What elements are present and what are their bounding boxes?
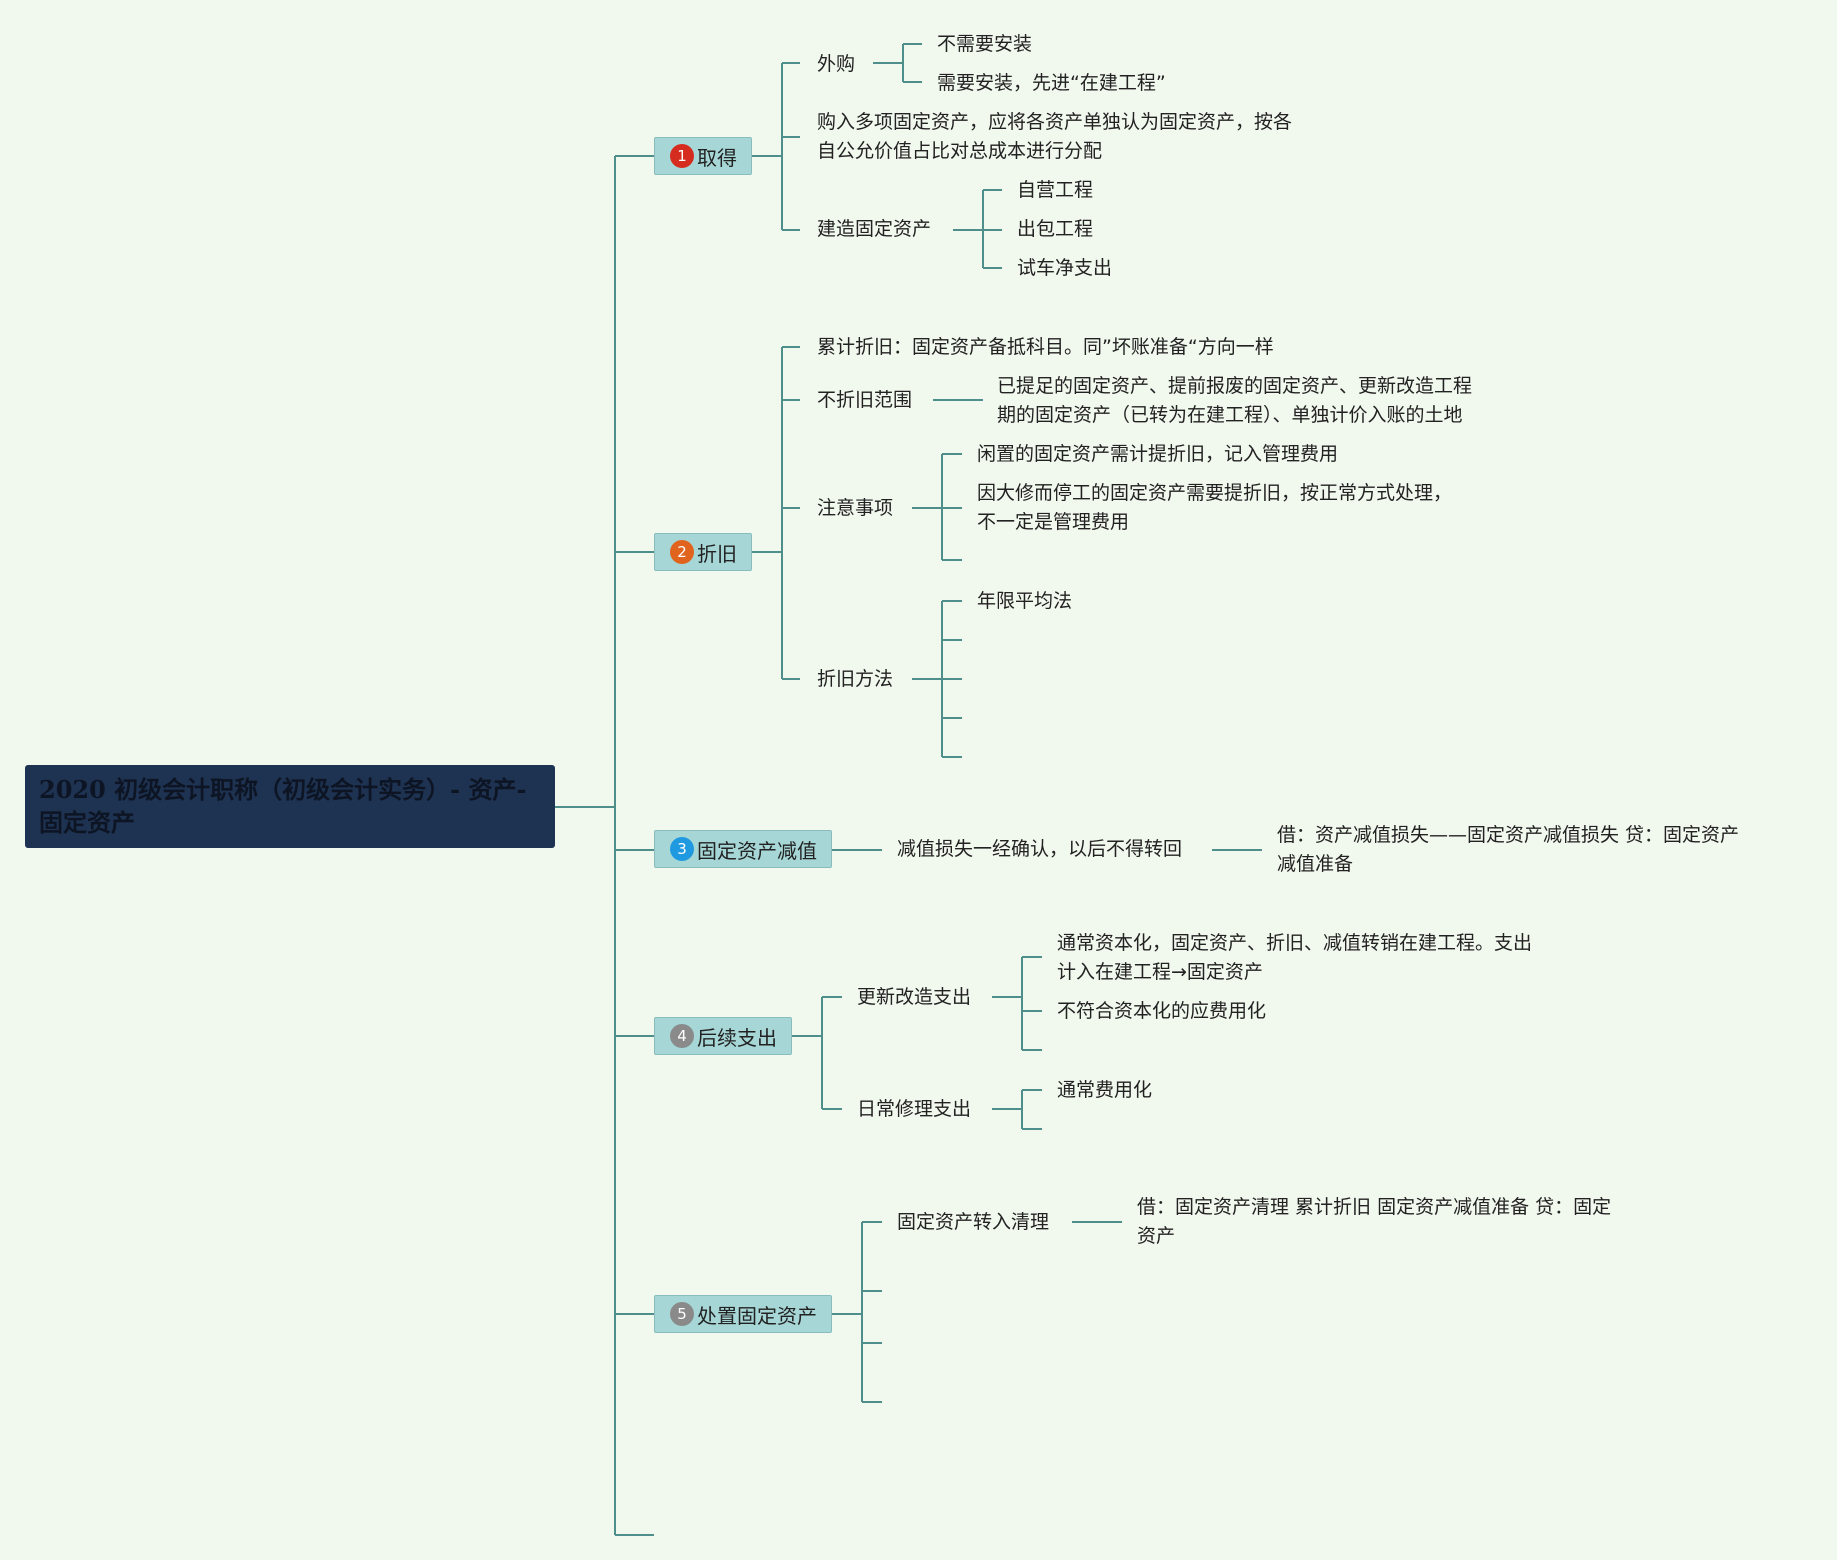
node-expense[interactable]: 通常费用化 — [1057, 1079, 1153, 1101]
node-bulk-purchase[interactable]: 购入多项固定资产，应将各资产单独认为固定资产，按各 自公允价值占比对总成本进行分… — [817, 108, 1292, 166]
number-badge-2: 2 — [670, 540, 694, 564]
node-trial-run[interactable]: 试车净支出 — [1017, 257, 1113, 279]
branch-subsequent-label: 后续支出 — [697, 1025, 777, 1050]
root-topic[interactable]: 2020 初级会计职称（初级会计实务）- 资产- 固定资产 — [25, 765, 555, 848]
node-daily-repair[interactable]: 日常修理支出 — [857, 1098, 972, 1120]
node-no-depreciation-line1: 已提足的固定资产、提前报废的固定资产、更新改造工程 — [997, 375, 1473, 397]
node-self-built[interactable]: 自营工程 — [1017, 179, 1094, 201]
branch-disposal-label: 处置固定资产 — [697, 1303, 817, 1328]
node-clearing-entry-line1: 借：固定资产清理 累计折旧 固定资产减值准备 贷：固定 — [1137, 1196, 1612, 1218]
root-title-line1: 2020 初级会计职称（初级会计实务）- 资产- — [39, 775, 527, 804]
node-impairment-entry-line1: 借：资产减值损失——固定资产减值损失 贷：固定资产 — [1277, 824, 1740, 846]
number-badge-1: 1 — [670, 144, 694, 168]
node-non-capitalize[interactable]: 不符合资本化的应费用化 — [1057, 1000, 1267, 1022]
node-build[interactable]: 建造固定资产 — [817, 218, 932, 240]
number-badge-4: 4 — [670, 1024, 694, 1048]
branch-depreciation[interactable]: 2 折旧 — [654, 533, 752, 571]
number-badge-5: 5 — [670, 1302, 694, 1326]
root-title-line2: 固定资产 — [39, 808, 135, 837]
number-badge-3: 3 — [670, 837, 694, 861]
node-repair-line1: 因大修而停工的固定资产需要提折旧，按正常方式处理， — [977, 482, 1453, 504]
node-capitalize[interactable]: 通常资本化，固定资产、折旧、减值转销在建工程。支出 计入在建工程→固定资产 — [1057, 929, 1532, 987]
branch-subsequent[interactable]: 4 后续支出 — [654, 1017, 792, 1055]
node-straight-line[interactable]: 年限平均法 — [977, 590, 1073, 612]
node-clearing-entry-line2: 资产 — [1137, 1225, 1176, 1247]
node-methods[interactable]: 折旧方法 — [817, 668, 894, 690]
node-need-install[interactable]: 需要安装，先进“在建工程” — [937, 72, 1166, 94]
branch-impairment[interactable]: 3 固定资产减值 — [654, 830, 832, 868]
node-clearing-entry[interactable]: 借：固定资产清理 累计折旧 固定资产减值准备 贷：固定 资产 — [1137, 1193, 1611, 1251]
branch-disposal[interactable]: 5 处置固定资产 — [654, 1295, 832, 1333]
branch-acquire[interactable]: 1 取得 — [654, 137, 752, 175]
node-repair-line2: 不一定是管理费用 — [977, 511, 1130, 533]
node-idle[interactable]: 闲置的固定资产需计提折旧，记入管理费用 — [977, 443, 1339, 465]
node-renovation[interactable]: 更新改造支出 — [857, 986, 972, 1008]
node-impairment-once[interactable]: 减值损失一经确认，以后不得转回 — [897, 838, 1183, 860]
node-bulk-purchase-line2: 自公允价值占比对总成本进行分配 — [817, 140, 1103, 162]
node-notes[interactable]: 注意事项 — [817, 497, 894, 519]
node-capitalize-line2: 计入在建工程→固定资产 — [1057, 961, 1263, 983]
node-impairment-entry[interactable]: 借：资产减值损失——固定资产减值损失 贷：固定资产 减值准备 — [1277, 821, 1739, 879]
node-no-depreciation[interactable]: 不折旧范围 — [817, 389, 913, 411]
branch-impairment-label: 固定资产减值 — [697, 838, 817, 863]
branch-acquire-label: 取得 — [697, 145, 737, 170]
node-impairment-entry-line2: 减值准备 — [1277, 853, 1354, 875]
node-transfer-clearing[interactable]: 固定资产转入清理 — [897, 1211, 1050, 1233]
node-repair[interactable]: 因大修而停工的固定资产需要提折旧，按正常方式处理， 不一定是管理费用 — [977, 479, 1452, 537]
branch-depreciation-label: 折旧 — [697, 541, 737, 566]
node-purchase[interactable]: 外购 — [817, 53, 856, 75]
node-bulk-purchase-line1: 购入多项固定资产，应将各资产单独认为固定资产，按各 — [817, 111, 1293, 133]
node-no-install[interactable]: 不需要安装 — [937, 33, 1033, 55]
node-capitalize-line1: 通常资本化，固定资产、折旧、减值转销在建工程。支出 — [1057, 932, 1533, 954]
node-contracted[interactable]: 出包工程 — [1017, 218, 1094, 240]
node-no-depreciation-detail[interactable]: 已提足的固定资产、提前报废的固定资产、更新改造工程 期的固定资产（已转为在建工程… — [997, 372, 1472, 430]
node-accumulated[interactable]: 累计折旧：固定资产备抵科目。同”坏账准备“方向一样 — [817, 336, 1274, 358]
node-no-depreciation-line2: 期的固定资产（已转为在建工程）、单独计价入账的土地 — [997, 404, 1463, 426]
